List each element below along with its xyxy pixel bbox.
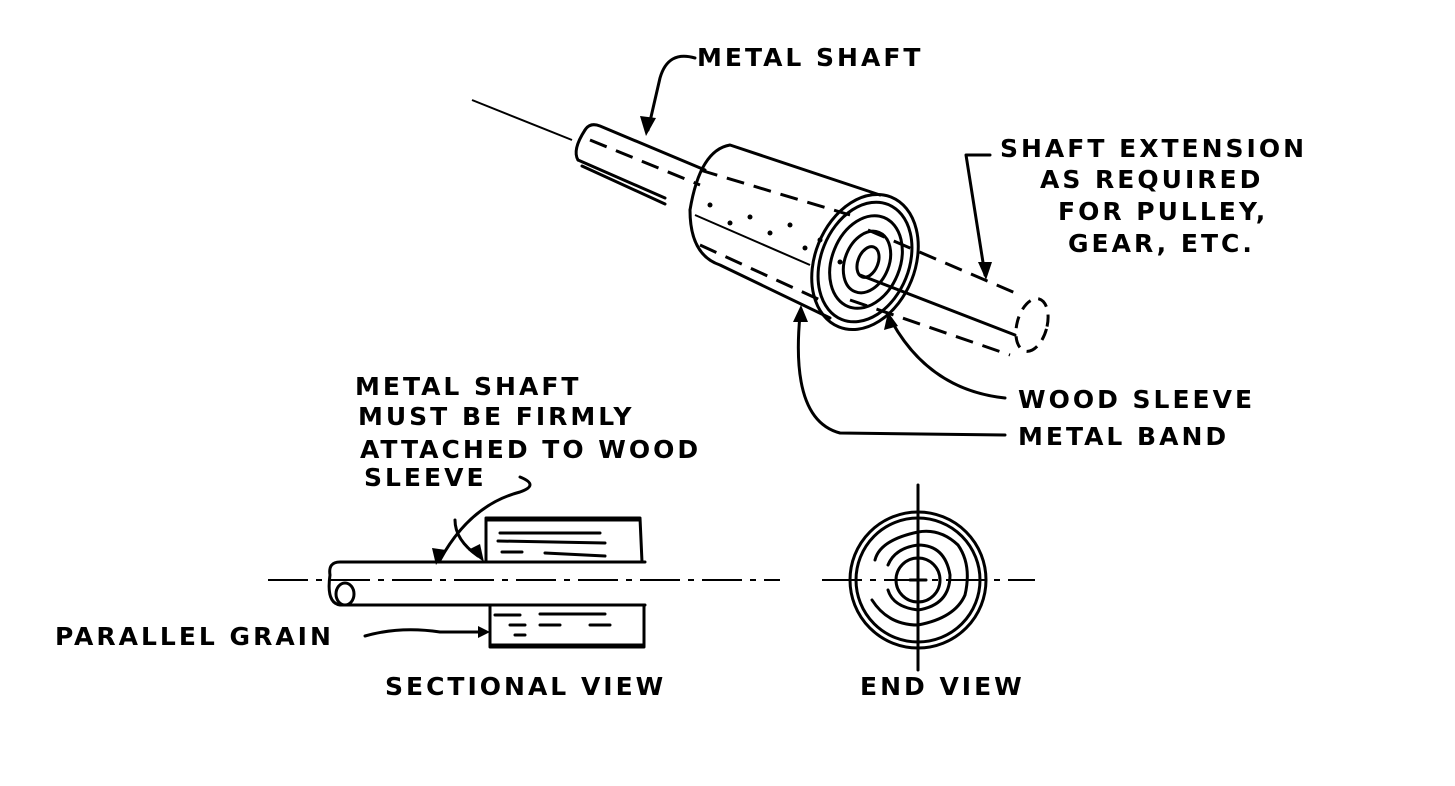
shaft-extension-leader xyxy=(964,153,992,277)
label-wood-sleeve: WOOD SLEEVE xyxy=(1018,385,1255,414)
end-view xyxy=(822,483,1035,672)
label-end-view: END VIEW xyxy=(860,672,1025,701)
label-shaft-extension-line-3: FOR PULLEY, xyxy=(1058,197,1268,226)
label-attach-note-line-2: MUST BE FIRMLY xyxy=(358,402,634,431)
sectional-shaft xyxy=(327,560,647,607)
label-parallel-grain: PARALLEL GRAIN xyxy=(55,622,334,651)
label-metal-band: METAL BAND xyxy=(1018,422,1229,451)
sectional-sleeve-bottom xyxy=(488,603,646,649)
metal-shaft-shape xyxy=(574,123,707,206)
sectional-sleeve-top xyxy=(484,516,644,564)
shaft-extension-shape xyxy=(849,228,1050,357)
isometric-centerline xyxy=(471,99,573,141)
label-shaft-extension-line-1: SHAFT EXTENSION xyxy=(1000,134,1307,163)
metal-shaft-leader xyxy=(646,54,697,132)
label-attach-note-line-3: ATTACHED TO WOOD xyxy=(360,435,701,464)
isometric-view xyxy=(471,54,1050,437)
label-metal-shaft: METAL SHAFT xyxy=(697,43,923,72)
metal-band-leader xyxy=(796,313,1007,437)
label-sectional-view: SECTIONAL VIEW xyxy=(385,672,666,701)
wood-sleeve-leader xyxy=(890,320,1007,400)
sectional-view xyxy=(268,475,780,649)
label-shaft-extension-line-2: AS REQUIRED xyxy=(1040,165,1263,194)
label-attach-note-line-4: SLEEVE xyxy=(364,463,487,492)
label-shaft-extension-line-4: GEAR, ETC. xyxy=(1068,229,1255,258)
label-attach-note-line-1: METAL SHAFT xyxy=(355,372,581,401)
parallel-grain-leader xyxy=(363,628,487,638)
end-view-outer-ring xyxy=(848,510,988,650)
